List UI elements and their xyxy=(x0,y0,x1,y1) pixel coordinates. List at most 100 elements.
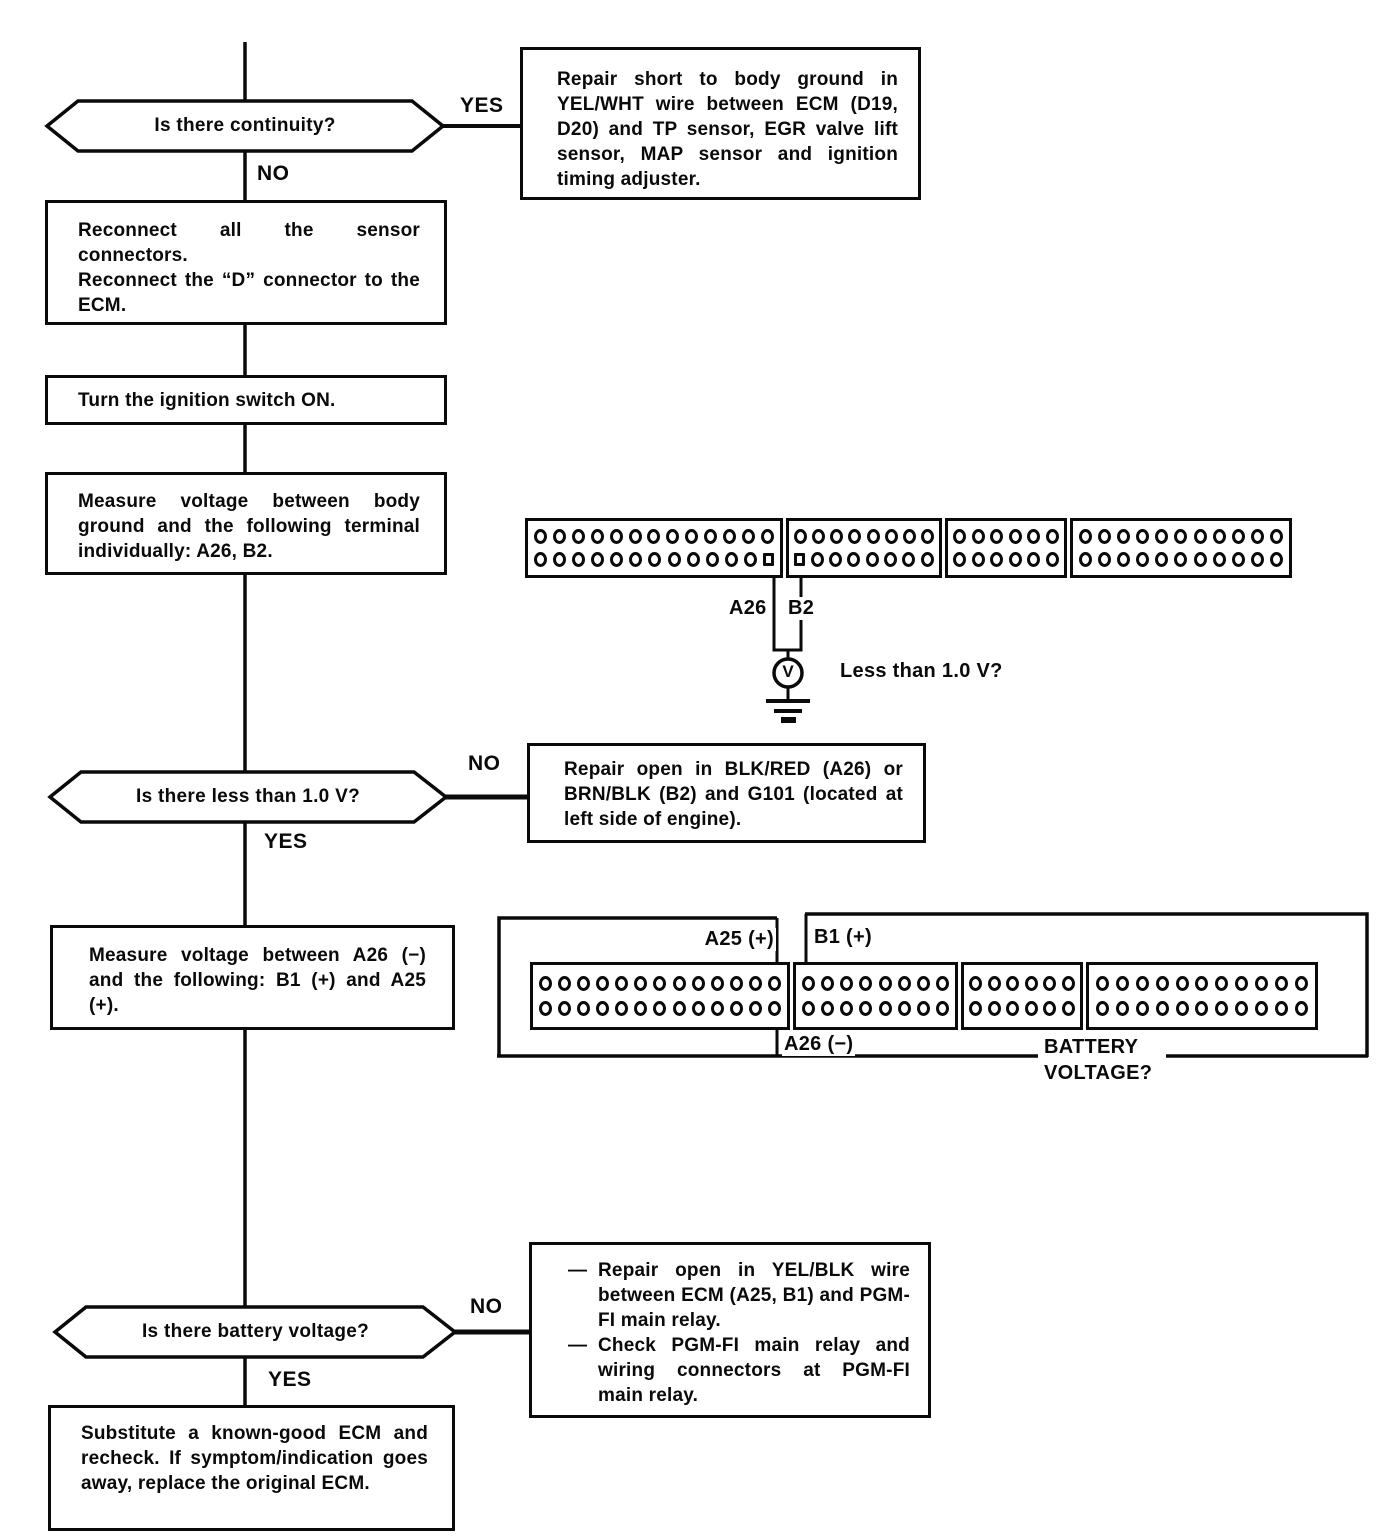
connector-pin xyxy=(1195,975,1209,991)
connector-pin xyxy=(742,529,756,544)
connector-pin xyxy=(971,529,985,544)
connector-pin xyxy=(691,1001,705,1017)
connector-pin xyxy=(539,1001,553,1017)
connector-pin xyxy=(1250,552,1264,567)
terminal-label-a26-minus: A26 (−) xyxy=(782,1033,856,1056)
connector-pin xyxy=(1235,1001,1249,1017)
decision-continuity-shape xyxy=(44,99,446,153)
connector-pin xyxy=(1235,975,1249,991)
voltmeter-letter: V xyxy=(782,662,794,681)
action-box-repair-short: Repair short to body ground in YEL/WHT w… xyxy=(520,47,921,200)
branch-label-yes-1: YES xyxy=(460,94,504,117)
connector-pin xyxy=(1098,529,1112,544)
branch-label-no-2: NO xyxy=(468,752,501,775)
connector-pin xyxy=(1255,975,1269,991)
connector-pin xyxy=(902,529,916,544)
connector-pin xyxy=(748,975,762,991)
connector-pin xyxy=(577,1001,591,1017)
connector-pin xyxy=(953,552,967,567)
connector-pin xyxy=(1294,1001,1308,1017)
connector-pin xyxy=(821,1001,835,1017)
connector-pin xyxy=(810,552,824,567)
connector-pin xyxy=(916,1001,930,1017)
pin-row xyxy=(1073,529,1289,544)
connector-pin xyxy=(710,975,724,991)
connector-pin xyxy=(1255,1001,1269,1017)
connector-pin xyxy=(1043,975,1057,991)
pin-row xyxy=(789,552,939,567)
connector-pin xyxy=(802,975,816,991)
pin-row xyxy=(796,975,955,991)
repair-open-power-item-2: — Check PGM-FI main relay and wiring con… xyxy=(568,1333,910,1408)
connector-pin xyxy=(878,975,892,991)
connector-pin xyxy=(1155,1001,1169,1017)
connector-pin xyxy=(897,975,911,991)
connector-pin xyxy=(647,529,661,544)
connector-pin xyxy=(884,529,898,544)
connector-pin xyxy=(920,552,934,567)
connector-pin xyxy=(821,975,835,991)
connector-pin xyxy=(1008,529,1022,544)
connector-pin xyxy=(743,552,757,567)
connector-pin xyxy=(1275,1001,1289,1017)
process-box-reconnect-line-1: Reconnect all the sensor connectors. xyxy=(78,220,420,266)
connector-pin xyxy=(1136,529,1150,544)
pin-row xyxy=(528,529,780,544)
connector-pin xyxy=(748,1001,762,1017)
connector-pin xyxy=(629,552,643,567)
branch-label-no-1: NO xyxy=(257,162,290,185)
connector-pin xyxy=(666,529,680,544)
connector-pin xyxy=(1135,1001,1149,1017)
connector-pin xyxy=(1275,975,1289,991)
connector-pin xyxy=(1135,975,1149,991)
process-box-measure-a26-text: Measure voltage between A26 (−) and the … xyxy=(89,945,426,1016)
connector-pin xyxy=(558,1001,572,1017)
process-box-ignition-on-text: Turn the ignition switch ON. xyxy=(78,390,336,411)
connector-pin xyxy=(1195,1001,1209,1017)
pin-row xyxy=(964,1001,1080,1017)
connector-pin xyxy=(897,1001,911,1017)
connector-pin xyxy=(859,1001,873,1017)
connector-pin xyxy=(653,1001,667,1017)
connector-pin xyxy=(577,975,591,991)
connector-pin xyxy=(935,975,949,991)
connector-pin xyxy=(648,552,662,567)
connector-pin xyxy=(865,552,879,567)
connector-pin xyxy=(1212,552,1226,567)
connector-pin xyxy=(1155,552,1169,567)
connector-pin xyxy=(653,975,667,991)
branch-label-yes-2: YES xyxy=(264,830,308,853)
connector-pin xyxy=(1269,529,1283,544)
connector-pin xyxy=(686,552,700,567)
connector-pin xyxy=(533,529,547,544)
dash-marker: — xyxy=(568,1335,588,1356)
process-box-substitute-ecm-text: Substitute a known-good ECM and recheck.… xyxy=(81,1423,428,1494)
connector-block-c xyxy=(961,962,1083,1030)
connector-pin xyxy=(848,529,862,544)
connector-pin xyxy=(866,529,880,544)
connector-pin xyxy=(840,975,854,991)
battery-loop-right xyxy=(805,912,1369,1057)
connector-pin xyxy=(1115,1001,1129,1017)
pin-row xyxy=(533,975,787,991)
connector-pin xyxy=(1045,552,1059,567)
connector-pin xyxy=(1215,975,1229,991)
terminal-label-b2: B2 xyxy=(786,597,817,620)
connector-pin xyxy=(634,1001,648,1017)
connector-pin xyxy=(1008,552,1022,567)
connector-pin xyxy=(969,1001,983,1017)
pin-row xyxy=(948,552,1064,567)
battery-voltage-label-line-2: VOLTAGE? xyxy=(1042,1062,1155,1085)
connector-pin xyxy=(1231,529,1245,544)
connector-pin xyxy=(1250,529,1264,544)
connector-pin xyxy=(1193,552,1207,567)
connector-pin xyxy=(767,1001,781,1017)
connector-pin xyxy=(971,552,985,567)
connector-pin xyxy=(1079,529,1093,544)
pin-row xyxy=(528,552,780,567)
action-box-repair-open-ground-text: Repair open in BLK/RED (A26) or BRN/BLK … xyxy=(564,759,903,830)
connector-pin xyxy=(591,552,605,567)
connector-block-b xyxy=(793,962,958,1030)
battery-loop-left xyxy=(497,916,777,1057)
connector-block-a xyxy=(525,518,783,578)
